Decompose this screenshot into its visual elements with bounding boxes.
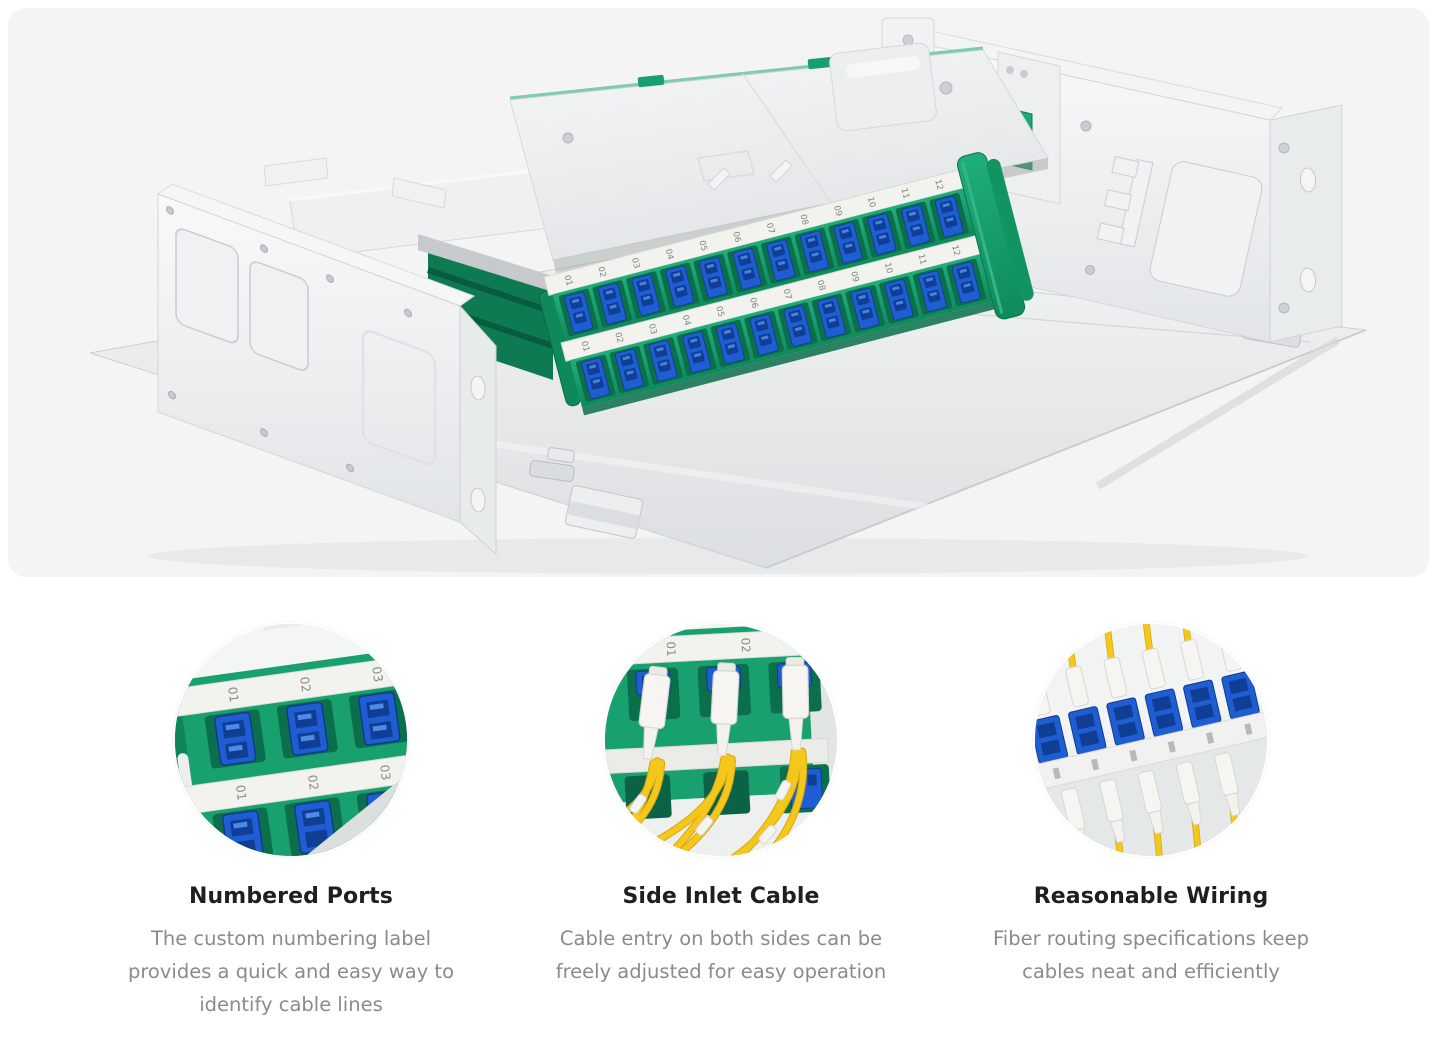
lc-duplex-port: 06 [744,296,784,359]
e-shaped-cutout [1096,156,1154,248]
left-mounting-bracket [156,157,497,556]
cable-clamp [529,447,575,482]
lc-duplex-port: 03 [626,257,666,319]
port-label: 03 [629,257,641,270]
port-label: 07 [764,222,776,235]
port-label: 02 [612,331,624,344]
lc-duplex-port: 03 [643,323,683,385]
lc-duplex-port: 02 [609,331,650,394]
lc-connector [638,656,810,760]
port-label: 01 [562,274,574,287]
bracket-cutout [249,261,309,371]
feature-card-side-inlet-cable: 01 02 [506,622,936,1021]
feature-card-numbered-ports: 01 02 03 01 02 03 [76,622,506,1021]
lc-duplex-port: 09 [828,204,868,267]
port-label: 05 [713,305,725,318]
lc-duplex-port: 02 [592,265,633,328]
lc-duplex-port: 04 [676,314,717,376]
port-label: 09 [831,204,843,217]
lc-duplex-port: 07 [761,222,801,284]
port-label: 05 [696,239,708,252]
lc-duplex-port: 04 [659,248,700,311]
module-hinge [956,152,1034,320]
lc-duplex-port: 09 [845,270,885,333]
port-label: 01 [225,686,241,703]
port-label: 02 [305,774,321,791]
port-label: 03 [369,666,385,683]
splice-holder-block [564,485,644,539]
port-label: 08 [797,213,809,226]
port-grid: 01 02 03 04 05 06 07 08 09 10 11 12 01 02 03 04 05 06 07 08… [543,169,995,416]
lc-port-row [204,689,408,769]
feature-card-reasonable-wiring: Reasonable Wiring Fiber routing specific… [936,622,1366,1021]
port-label: 08 [814,279,826,292]
feature-title: Numbered Ports [189,884,393,909]
port-label: 06 [730,231,742,244]
lc-duplex-port: 01 [575,340,616,402]
lc-duplex-port: 10 [862,196,902,258]
feature-title: Reasonable Wiring [1033,884,1269,909]
lc-duplex-port: 05 [710,305,751,368]
bracket-ear [459,304,497,556]
lc-duplex-port: 08 [794,213,835,276]
lc-duplex-port: 11 [912,253,953,315]
green-splice-module: 01 02 03 04 05 06 07 08 09 10 11 12 01 02 03 04 05 06 07 08… [538,152,1034,416]
lc-duplex-port: 01 [558,274,599,337]
port-label: 02 [297,676,313,693]
lc-duplex-port: 08 [811,279,852,342]
port-label: 04 [663,248,675,261]
port-label: 11 [899,187,911,200]
port-label: 11 [916,253,928,266]
port-label: 01 [233,784,249,801]
port-label: 03 [646,323,658,336]
lc-duplex-port: 11 [895,187,936,250]
lc-duplex-port: 12 [929,178,969,241]
lid-handle-block [829,42,937,132]
lc-duplex-port: 05 [693,239,734,302]
feature-highlights: 01 02 03 01 02 03 [76,622,1366,1021]
port-label: 12 [949,244,961,257]
port-label: 09 [848,270,860,283]
port-label-strip [1034,702,1268,799]
port-label: 03 [377,764,393,781]
feature-title: Side Inlet Cable [622,884,820,909]
port-label: 04 [680,314,692,327]
lc-duplex-port: 10 [879,262,919,324]
feature-description: Cable entry on both sides can be freely … [555,927,887,983]
port-label: 01 [579,340,591,353]
port-label: 01 [664,641,679,657]
port-label: 10 [865,196,877,209]
port-label: 07 [781,288,793,301]
product-image-panel: 01 02 03 04 05 06 07 08 09 10 11 12 01 02 03 04 05 06 07 08… [8,8,1429,577]
port-label: 12 [932,178,944,191]
numbered-ports-closeup: 01 02 03 01 02 03 [173,622,409,858]
lc-duplex-port: 12 [946,244,986,307]
port-label: 02 [738,637,753,653]
lc-connectors [1034,630,1243,853]
bracket-cutout [1149,161,1263,297]
feature-description: Fiber routing specifications keep cables… [993,927,1309,983]
feature-description: The custom numbering label provides a qu… [127,927,455,1016]
lc-duplex-port: 07 [778,288,818,350]
port-label: 02 [595,265,607,278]
bracket-cutout [175,228,239,344]
side-inlet-cable-closeup: 01 02 [603,622,839,858]
fiber-patch-panel-illustration: 01 02 03 04 05 06 07 08 09 10 11 12 01 02 03 04 05 06 07 08… [89,17,1367,574]
reasonable-wiring-closeup [1033,622,1269,858]
port-label: 10 [882,262,894,275]
lc-duplex-port: 06 [727,231,767,293]
port-label: 06 [747,296,759,309]
bracket-ear [1269,104,1343,343]
